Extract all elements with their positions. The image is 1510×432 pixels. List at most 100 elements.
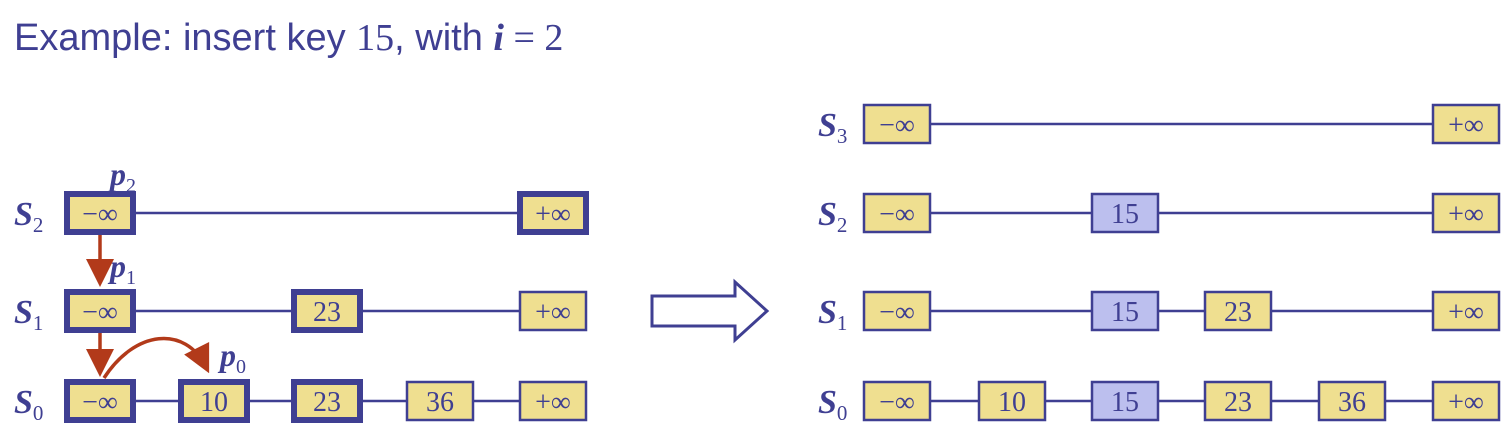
- pointer-label-p1: p1: [107, 248, 136, 289]
- left-node-s1-2: +∞: [518, 290, 588, 332]
- right-node-s3-0-label: −∞: [879, 110, 915, 141]
- left-node-s1-1-label: 23: [313, 297, 341, 328]
- left-node-s0-0-box: [64, 379, 136, 423]
- left-list-label-s0: S0: [14, 384, 43, 425]
- right-node-s2-2: +∞: [1431, 192, 1501, 234]
- title-mid: , with: [394, 17, 494, 59]
- left-list-label-s2-subscript: 2: [33, 213, 44, 237]
- right-list-label-s0-subscript: 0: [837, 401, 848, 425]
- right-list-label-s1-subscript: 1: [837, 311, 848, 335]
- left-list-label-s0-letter: S: [14, 384, 33, 421]
- right-node-s0-4-box: [1317, 380, 1387, 422]
- left-node-s1-0-label: −∞: [82, 297, 118, 328]
- left-list-label-s1: S1: [14, 294, 43, 335]
- pointer-label-p1-letter: p: [107, 248, 126, 284]
- right-node-s0-1-label: 10: [998, 387, 1026, 418]
- right-node-s1-3-box: [1431, 290, 1501, 332]
- right-node-s1-0: −∞: [862, 290, 932, 332]
- right-node-s0-3-box: [1203, 380, 1273, 422]
- left-list-label-s1-letter: S: [14, 294, 33, 331]
- right-node-s0-4: 36: [1317, 380, 1387, 422]
- left-node-s1-1-box: [291, 289, 363, 333]
- right-node-s1-1-label: 15: [1111, 297, 1139, 328]
- right-node-s1-0-label: −∞: [879, 297, 915, 328]
- right-node-s2-0-box: [862, 192, 932, 234]
- left-node-s1-0: −∞: [64, 289, 136, 333]
- title-equals: =: [503, 17, 545, 59]
- left-node-s1-0-box: [64, 289, 136, 333]
- right-list-label-s1: S1: [818, 294, 847, 335]
- right-list-label-s0: S0: [818, 384, 847, 425]
- right-list-label-s1-letter: S: [818, 294, 837, 331]
- transition-arrow-icon: [650, 278, 770, 344]
- right-node-s0-0-box: [862, 380, 932, 422]
- right-node-s0-5-box: [1431, 380, 1501, 422]
- right-node-s3-0: −∞: [862, 103, 932, 145]
- left-node-s0-4-box: [518, 380, 588, 422]
- left-list-label-s2: S2: [14, 196, 43, 237]
- right-node-s1-1-box: [1090, 290, 1160, 332]
- right-node-s2-1-box: [1090, 192, 1160, 234]
- right-node-s3-1-box: [1431, 103, 1501, 145]
- right-node-s3-1: +∞: [1431, 103, 1501, 145]
- left-node-s0-0: −∞: [64, 379, 136, 423]
- right-node-s2-0: −∞: [862, 192, 932, 234]
- transition-arrow-shape: [650, 278, 770, 344]
- right-node-s2-1-label: 15: [1111, 199, 1139, 230]
- right-node-s2-0-label: −∞: [879, 199, 915, 230]
- right-node-s1-3-label: +∞: [1448, 297, 1484, 328]
- right-list-label-s3-letter: S: [818, 107, 837, 144]
- right-node-s0-0-label: −∞: [879, 387, 915, 418]
- right-node-s0-4-label: 36: [1338, 387, 1366, 418]
- right-node-s0-0: −∞: [862, 380, 932, 422]
- left-node-s0-4-label: +∞: [535, 387, 571, 418]
- left-node-s0-1: 10: [178, 379, 250, 423]
- right-list-label-s3-subscript: 3: [837, 124, 848, 148]
- left-node-s0-3-label: 36: [426, 387, 454, 418]
- right-node-s0-2: 15: [1090, 380, 1160, 422]
- left-node-s2-1: +∞: [517, 191, 589, 235]
- right-node-s0-2-box: [1090, 380, 1160, 422]
- left-node-s2-0-label: −∞: [82, 199, 118, 230]
- left-node-s0-3-box: [405, 380, 475, 422]
- right-list-label-s2: S2: [818, 196, 847, 237]
- left-list-label-s2-letter: S: [14, 196, 33, 233]
- left-node-s0-2-label: 23: [313, 387, 341, 418]
- right-node-s2-1: 15: [1090, 192, 1160, 234]
- right-node-s1-3: +∞: [1431, 290, 1501, 332]
- right-node-s2-2-label: +∞: [1448, 199, 1484, 230]
- right-node-s0-5-label: +∞: [1448, 387, 1484, 418]
- right-list-label-s2-letter: S: [818, 196, 837, 233]
- left-node-s2-1-box: [517, 191, 589, 235]
- left-node-s0-1-label: 10: [200, 387, 228, 418]
- right-list-label-s0-letter: S: [818, 384, 837, 421]
- pointer-label-p2-letter: p: [107, 156, 126, 192]
- left-list-label-s1-subscript: 1: [33, 311, 44, 335]
- left-node-s0-1-box: [178, 379, 250, 423]
- pointer-label-p0: p0: [217, 337, 246, 378]
- title-prefix: Example: insert key: [14, 17, 357, 59]
- right-node-s1-0-box: [862, 290, 932, 332]
- right-node-s1-2-label: 23: [1224, 297, 1252, 328]
- pointer-label-p0-letter: p: [217, 337, 236, 373]
- right-node-s1-1: 15: [1090, 290, 1160, 332]
- right-list-label-s3: S3: [818, 107, 847, 148]
- right-node-s1-2-box: [1203, 290, 1273, 332]
- left-node-s1-1: 23: [291, 289, 363, 333]
- title-value: 2: [544, 17, 564, 59]
- pointer-label-p0-subscript: 0: [236, 356, 246, 378]
- title-variable: i: [493, 17, 504, 59]
- right-node-s0-1-box: [977, 380, 1047, 422]
- left-node-s0-2-box: [291, 379, 363, 423]
- scan-forward-arrow: [102, 336, 210, 379]
- right-node-s2-2-box: [1431, 192, 1501, 234]
- pointer-label-p2: p2: [107, 156, 136, 197]
- left-node-s0-2: 23: [291, 379, 363, 423]
- slide-title: Example: insert key 15, with i = 2: [14, 16, 563, 60]
- right-node-s0-3: 23: [1203, 380, 1273, 422]
- left-node-s2-0: −∞: [64, 191, 136, 235]
